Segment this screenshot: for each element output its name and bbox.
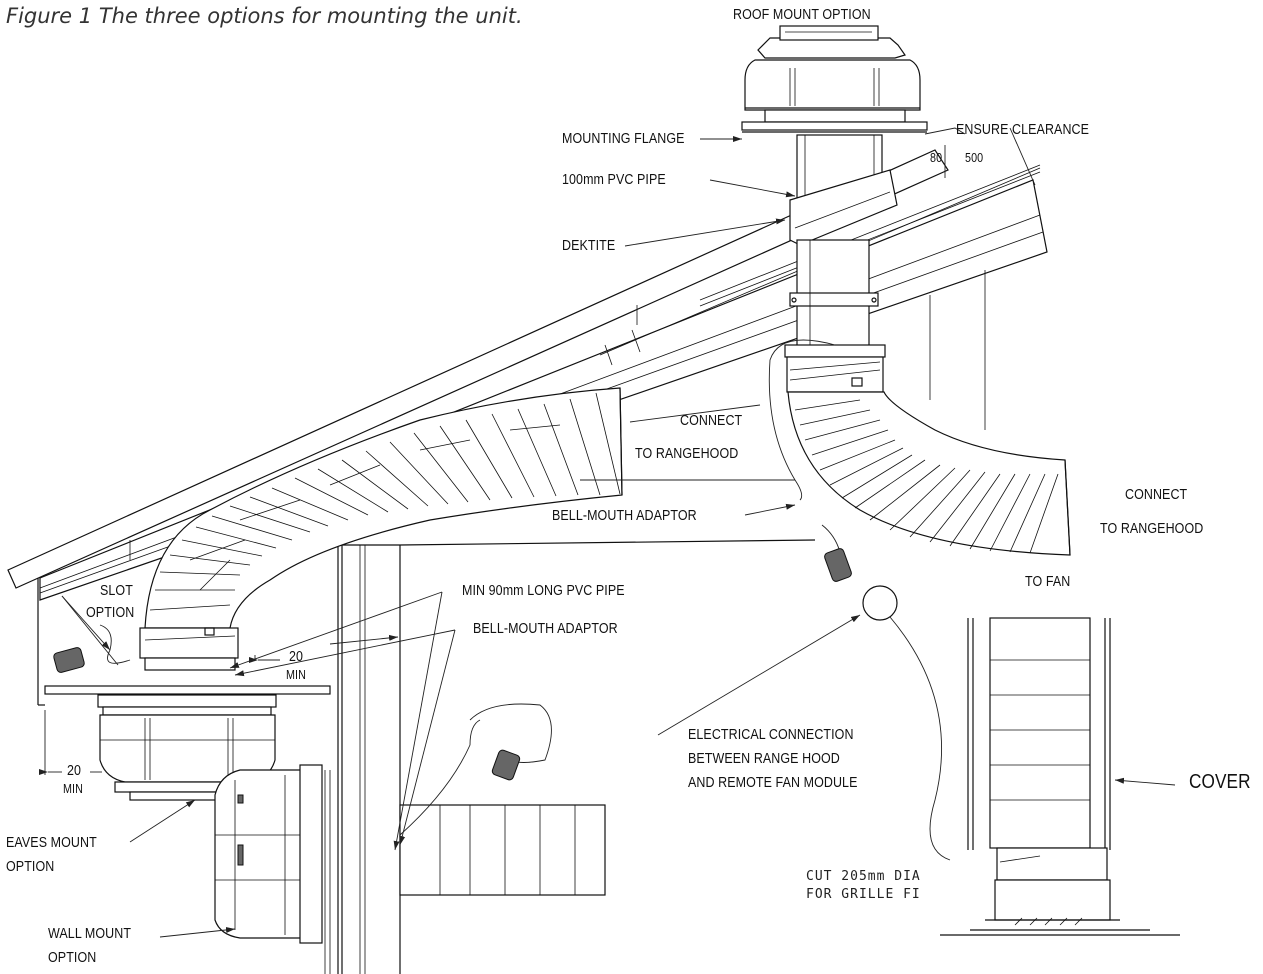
roof [7,149,1048,601]
roof-fan [741,25,928,351]
label-eaves-2: OPTION [6,859,55,875]
label-pvc-pipe-100: 100mm PVC PIPE [562,172,666,188]
label-clearance-max: 500 [965,151,984,165]
grille-inset [790,847,1263,974]
label-connect-left-1: CONNECT [680,413,743,429]
label-cut-2: FOR GRILLE FI [806,887,921,902]
wall-fan [214,764,323,944]
label-connect-right-2: TO RANGEHOOD [1100,521,1204,537]
label-dim-20-a: 20 [289,649,304,665]
label-electrical-2: BETWEEN RANGE HOOD [688,751,840,767]
label-roof-mount-option: ROOF MOUNT OPTION [733,7,871,23]
label-dektite: DEKTITE [562,238,616,254]
label-clearance-min: 80 [930,151,943,165]
label-wall-1: WALL MOUNT [48,926,132,942]
cover-duct [967,617,1111,850]
label-connect-right-1: CONNECT [1125,487,1188,503]
label-slot-option-1: SLOT [100,583,133,599]
walls [37,270,986,974]
label-electrical-3: AND REMOTE FAN MODULE [688,775,858,791]
label-mounting-flange: MOUNTING FLANGE [562,131,685,147]
electrical [53,339,951,861]
label-electrical-1: ELECTRICAL CONNECTION [688,727,854,743]
label-cut-1: CUT 205mm DIA [806,869,921,884]
main-flex-duct [144,387,623,629]
label-wall-2: OPTION [48,950,97,966]
label-cover: COVER [1189,771,1251,793]
roof-flex-duct [784,344,1071,556]
label-connect-left-2: TO RANGEHOOD [635,446,739,462]
label-ensure-clearance: ENSURE CLEARANCE [956,122,1090,138]
label-dim-min-b: MIN [63,782,83,796]
label-dim-20-b: 20 [67,763,82,779]
label-slot-option-2: OPTION [86,605,135,621]
label-bell-mouth-adaptor-top: BELL-MOUTH ADAPTOR [552,508,697,524]
figure-caption: Figure 1 The three options for mounting … [6,4,523,28]
label-min-pvc-pipe: MIN 90mm LONG PVC PIPE [462,583,625,599]
eaves-fan [44,627,331,801]
wall-duct [399,804,606,896]
label-dim-min-a: MIN [286,668,306,682]
label-to-fan: TO FAN [1025,574,1071,590]
leader-lines [39,127,1176,938]
label-bell-mouth-adaptor-mid: BELL-MOUTH ADAPTOR [473,621,618,637]
label-eaves-1: EAVES MOUNT [6,835,97,851]
